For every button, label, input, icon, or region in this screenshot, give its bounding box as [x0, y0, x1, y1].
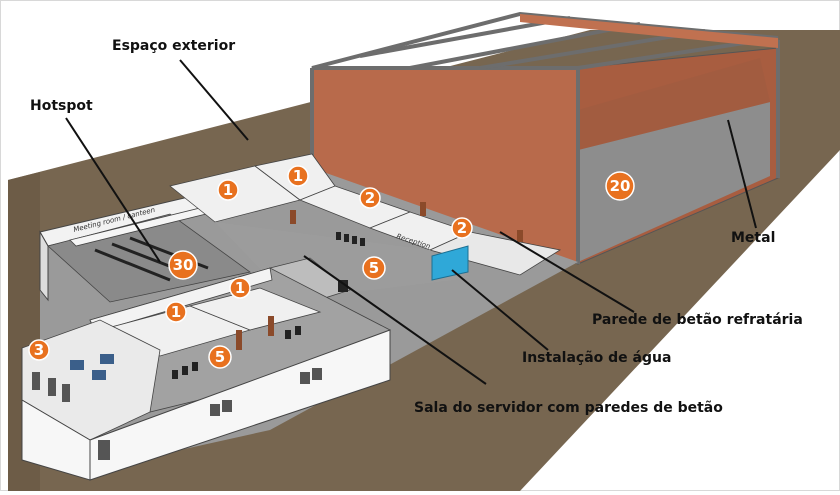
- water-installation: [431, 245, 469, 281]
- office-block: Meeting room / canteen Reception: [21, 153, 578, 481]
- badge-office-d: 2: [451, 217, 473, 239]
- label-refractory-wall: Parede de betão refratária: [592, 312, 803, 328]
- reception-chairs: [336, 232, 365, 246]
- badge-office-a: 1: [217, 179, 239, 201]
- svg-text:1: 1: [293, 167, 303, 185]
- badge-front: 3: [28, 339, 50, 361]
- door-e: [268, 316, 274, 336]
- badge-office-b: 1: [287, 165, 309, 187]
- svg-text:5: 5: [369, 259, 379, 277]
- capacity-badges: 20 1 1 2 2 30 5 1 1 5 3: [28, 165, 635, 369]
- badge-hall: 20: [605, 171, 635, 201]
- leader-refractory: [499, 231, 635, 313]
- label-metal: Metal: [731, 230, 776, 246]
- door-d: [236, 330, 242, 350]
- door-b: [420, 202, 426, 216]
- badge-office-e: 1: [165, 301, 187, 323]
- label-server-room: Sala do servidor com paredes de betão: [414, 400, 723, 416]
- windows: [32, 368, 322, 460]
- svg-text:30: 30: [173, 256, 194, 274]
- leader-lines: [65, 59, 757, 385]
- svg-text:2: 2: [365, 189, 375, 207]
- label-exterior-space: Espaço exterior: [112, 38, 236, 54]
- leader-water: [451, 269, 549, 351]
- label-water-installation: Instalação de água: [522, 350, 672, 366]
- leader-server: [303, 255, 487, 385]
- svg-text:1: 1: [171, 303, 181, 321]
- wall-left: [39, 230, 49, 302]
- svg-text:5: 5: [215, 348, 225, 366]
- server-rack: [338, 280, 348, 292]
- label-hotspot: Hotspot: [30, 98, 93, 114]
- svg-text:20: 20: [610, 177, 631, 195]
- svg-text:2: 2: [457, 219, 467, 237]
- svg-text:1: 1: [223, 181, 233, 199]
- svg-text:1: 1: [235, 279, 245, 297]
- badge-office-f: 1: [229, 277, 251, 299]
- door-c: [517, 230, 523, 242]
- badge-office-c: 2: [359, 187, 381, 209]
- badge-waiting: 5: [208, 345, 232, 369]
- office-box-e: [428, 231, 562, 276]
- front-desks: [70, 354, 114, 380]
- leader-metal: [727, 119, 757, 229]
- door-a: [290, 210, 296, 224]
- leader-hotspot: [65, 117, 161, 263]
- hall-inner-floor: [578, 102, 770, 262]
- svg-text:3: 3: [34, 341, 44, 359]
- waiting-chairs: [172, 326, 301, 379]
- badge-corridor: 5: [362, 256, 386, 280]
- roof-panel: [520, 14, 778, 48]
- warehouse-hall: [310, 11, 780, 265]
- side-facade: [89, 329, 391, 481]
- leader-exterior: [179, 59, 249, 141]
- hall-back-wall: [578, 58, 770, 150]
- badge-meeting: 30: [168, 250, 198, 280]
